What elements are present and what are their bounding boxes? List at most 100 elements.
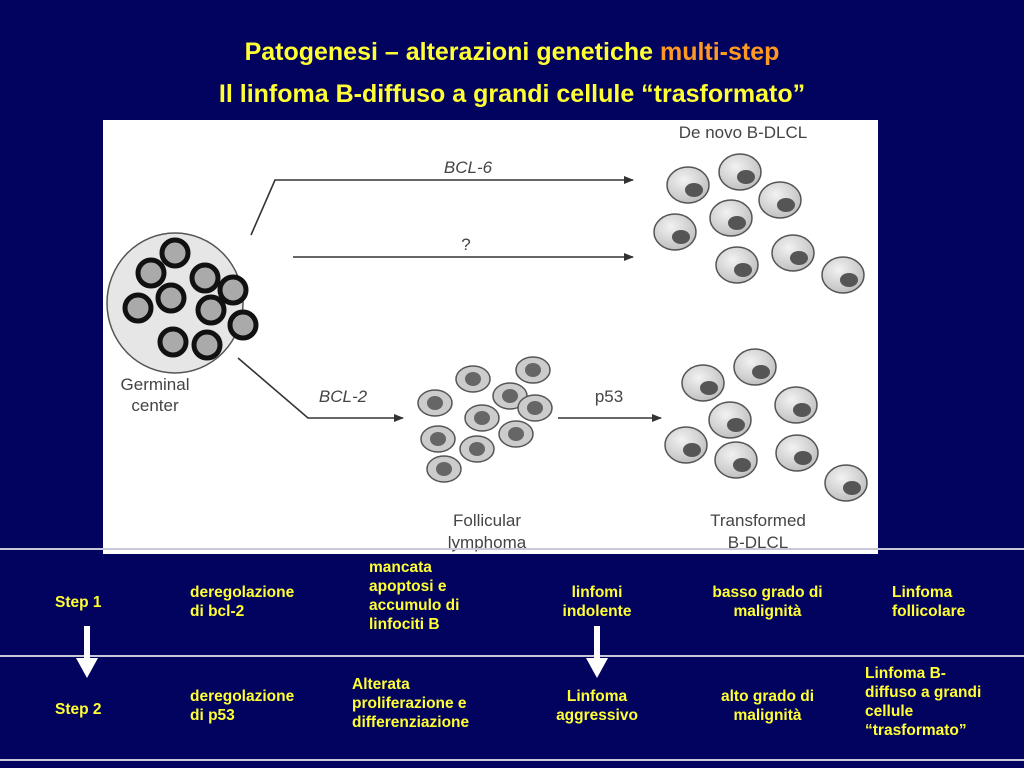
gene-line: di bcl-2 [190, 603, 245, 620]
gene-cell: deregolazione di p53 [190, 687, 294, 725]
germinal-cell [155, 282, 187, 314]
label-bcl6: BCL-6 [444, 158, 493, 177]
lymphoma-cell [653, 213, 697, 251]
diagnosis-line: “trasformato” [865, 722, 967, 739]
diagnosis-cell: Linfoma follicolare [892, 583, 965, 621]
lymphoma-cell [664, 426, 708, 464]
clinical-line: indolente [562, 603, 632, 620]
effect-line: apoptosi e [369, 578, 447, 595]
germinal-cell [195, 294, 227, 326]
grade-line: basso grado di [712, 584, 823, 601]
germinal-center-cells [122, 237, 259, 361]
effect-line: mancata [369, 559, 432, 576]
lymphoma-cell [714, 441, 758, 479]
lymphoma-cell [824, 464, 868, 502]
follicular-cell [420, 425, 456, 453]
effect-line: Alterata [352, 676, 410, 693]
de-novo-cells [653, 153, 865, 294]
clinical-cell: linfomi indolente [537, 583, 657, 621]
label-germinal-center-1: Germinal [121, 375, 190, 394]
clinical-line: Linfoma [566, 688, 628, 705]
label-p53: p53 [595, 387, 623, 406]
gene-line: di p53 [190, 707, 235, 724]
lymphoma-cell [775, 434, 819, 472]
effect-line: accumulo di [369, 597, 460, 614]
germinal-cell [227, 309, 259, 341]
down-arrow-icon [76, 626, 98, 678]
effect-line: differenziazione [352, 714, 470, 731]
clinical-cell: Linfoma aggressivo [537, 687, 657, 725]
lymphoma-cell [718, 153, 762, 191]
diagnosis-line: follicolare [892, 603, 966, 620]
grade-line: alto grado di [721, 688, 814, 705]
follicular-cell [417, 389, 453, 417]
step-label: Step 1 [55, 594, 102, 611]
lymphoma-cell [681, 364, 725, 402]
germinal-cell [189, 262, 221, 294]
germinal-cell [157, 326, 189, 358]
diagnosis-line: Linfoma [892, 584, 953, 601]
lymphoma-cell [821, 256, 865, 294]
grade-cell: basso grado di malignità [690, 583, 845, 621]
follicular-cell [455, 365, 491, 393]
follicular-cell [517, 394, 553, 422]
arrow-bcl6 [250, 176, 634, 236]
step-label: Step 2 [55, 701, 102, 718]
follicular-cell [498, 420, 534, 448]
lymphoma-cell [709, 199, 753, 237]
transformed-cells [664, 348, 868, 502]
lymphoma-cell [715, 246, 759, 284]
label-follicular-2: lymphoma [448, 533, 527, 552]
grade-cell: alto grado di malignità [690, 687, 845, 725]
lymphoma-cell [733, 348, 777, 386]
clinical-line: aggressivo [556, 707, 638, 724]
slide-title-line-1: Patogenesi – alterazioni genetiche multi… [0, 34, 1024, 70]
lymphoma-cell [771, 234, 815, 272]
follicular-cell [459, 435, 495, 463]
title-prefix: Patogenesi – alterazioni genetiche [244, 38, 660, 66]
label-transformed-2: B-DLCL [728, 533, 788, 552]
grade-line: malignità [733, 603, 802, 620]
follicular-lymphoma-cells [417, 356, 553, 483]
effect-line: linfociti B [369, 616, 440, 633]
germinal-cell [135, 257, 167, 289]
title-accent: multi-step [659, 38, 780, 66]
lymphoma-cell [758, 181, 802, 219]
diagnosis-line: Linfoma B- [865, 665, 946, 682]
table-divider-middle [0, 655, 1024, 657]
effect-cell: Alterata proliferazione e differenziazio… [352, 675, 469, 732]
gene-line: deregolazione [190, 584, 295, 601]
table-divider-bottom [0, 759, 1024, 761]
slide-title-line-2: Il linfoma B-diffuso a grandi cellule “t… [218, 80, 806, 108]
diagnosis-line: diffuso a grandi [865, 684, 982, 701]
lymphoma-cell [666, 166, 710, 204]
label-follicular-1: Follicular [453, 511, 521, 530]
germinal-cell [159, 237, 191, 269]
pathogenesis-figure: Germinal center BCL-6 ? BCL-2 p53 De nov… [103, 120, 878, 554]
diagnosis-line: cellule [865, 703, 914, 720]
germinal-center [106, 232, 259, 374]
lymphoma-cell [774, 386, 818, 424]
label-question: ? [461, 235, 470, 254]
gene-line: deregolazione [190, 688, 295, 705]
table-divider-top [0, 548, 1024, 550]
clinical-line: linfomi [571, 584, 623, 601]
arrow-bcl2 [237, 357, 404, 422]
diagnosis-cell: Linfoma B- diffuso a grandi cellule “tra… [865, 664, 981, 740]
follicular-cell [464, 404, 500, 432]
follicular-cell [515, 356, 551, 384]
germinal-cell [191, 329, 223, 361]
label-transformed-1: Transformed [710, 511, 806, 530]
germinal-cell [122, 292, 154, 324]
gene-cell: deregolazione di bcl-2 [190, 583, 294, 621]
down-arrow-icon [586, 626, 608, 678]
germinal-cell [217, 274, 249, 306]
figure-diagram: Germinal center BCL-6 ? BCL-2 p53 De nov… [106, 123, 868, 552]
grade-line: malignità [733, 707, 802, 724]
label-de-novo: De novo B-DLCL [679, 123, 808, 142]
label-bcl2: BCL-2 [319, 387, 368, 406]
follicular-cell [492, 382, 528, 410]
effect-line: proliferazione e [352, 695, 467, 712]
follicular-cell [426, 455, 462, 483]
effect-cell: mancata apoptosi e accumulo di linfociti… [369, 558, 459, 634]
